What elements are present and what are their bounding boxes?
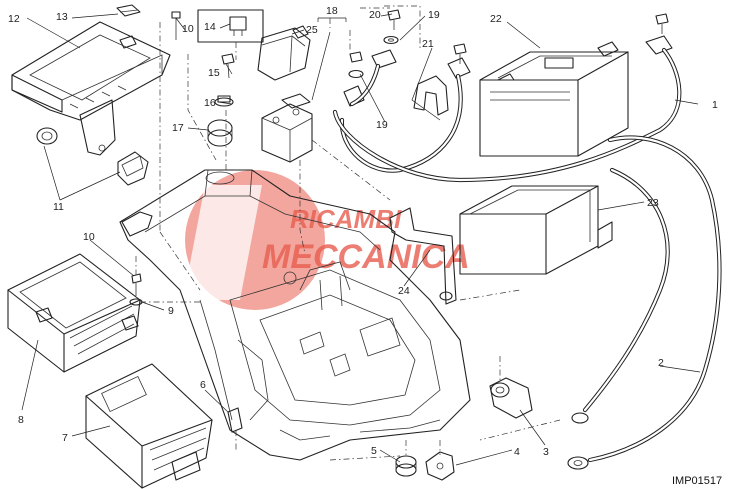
bolt-10-top — [171, 11, 181, 40]
bolt-pos — [453, 43, 467, 64]
callout-2: 2 — [658, 357, 664, 369]
cable-2 — [567, 135, 722, 470]
callout-24: 24 — [398, 285, 410, 297]
fuse-box-group — [197, 9, 311, 81]
control-module-8 — [7, 253, 141, 373]
washer-16 — [214, 95, 234, 107]
battery-22 — [479, 41, 629, 157]
bracket-18 — [317, 17, 347, 22]
connector-11 — [117, 151, 149, 186]
callout-labels: 1 2 3 4 5 6 7 8 9 10 10 11 12 13 14 15 1… — [8, 5, 718, 458]
callout-9: 9 — [168, 305, 174, 317]
callout-19-upper: 19 — [428, 9, 440, 21]
grommet — [36, 127, 58, 145]
callout-18: 18 — [326, 5, 338, 17]
control-unit-12 — [11, 21, 171, 156]
leader-lines — [21, 13, 701, 466]
callout-14: 14 — [204, 21, 216, 33]
starter-relay — [261, 93, 313, 163]
strap-21 — [413, 75, 449, 116]
callout-4: 4 — [514, 446, 520, 458]
terminal-cable-positive — [343, 49, 397, 107]
callout-19-lower: 19 — [376, 119, 388, 131]
bolt-20 — [387, 9, 401, 30]
clip-4 — [425, 451, 455, 481]
callout-15: 15 — [208, 67, 220, 79]
callout-3: 3 — [543, 446, 549, 458]
callout-22: 22 — [490, 13, 502, 25]
callout-10-upper: 10 — [182, 23, 194, 35]
nut-5 — [395, 455, 417, 477]
callout-1: 1 — [712, 99, 718, 111]
callout-11: 11 — [53, 201, 64, 213]
callout-10-lower: 10 — [83, 231, 95, 243]
bolt-20b — [348, 51, 364, 79]
battery-box-23 — [459, 185, 613, 275]
callout-17: 17 — [172, 122, 184, 134]
drawing-code: IMP01517 — [672, 475, 722, 487]
bolt-negative — [645, 13, 673, 55]
bracket-24 — [389, 207, 457, 305]
callout-21: 21 — [422, 38, 434, 50]
washer-19a — [383, 35, 399, 45]
module-7 — [85, 363, 213, 489]
bolt-15 — [221, 53, 235, 79]
fuse-6 — [227, 407, 243, 433]
cap-13 — [116, 4, 141, 49]
bolt-10-lower — [131, 273, 142, 296]
callout-13: 13 — [56, 11, 68, 23]
callout-25: 25 — [306, 24, 318, 36]
callout-23: 23 — [647, 197, 659, 209]
callout-5: 5 — [371, 445, 377, 457]
power-socket-3 — [489, 377, 533, 419]
cable-1 — [332, 47, 682, 183]
callout-7: 7 — [62, 432, 68, 444]
grommet-17 — [207, 119, 233, 147]
assembly-lines — [135, 5, 561, 461]
callout-12: 12 — [8, 13, 20, 25]
terminal-cable-negative — [339, 57, 471, 173]
callout-16: 16 — [204, 97, 216, 109]
callout-8: 8 — [18, 414, 24, 426]
callout-6: 6 — [200, 379, 206, 391]
watermark-logo: RICAMBI MECCANICA — [183, 170, 470, 310]
watermark-line2: MECCANICA — [262, 238, 470, 276]
callout-20: 20 — [369, 9, 381, 21]
